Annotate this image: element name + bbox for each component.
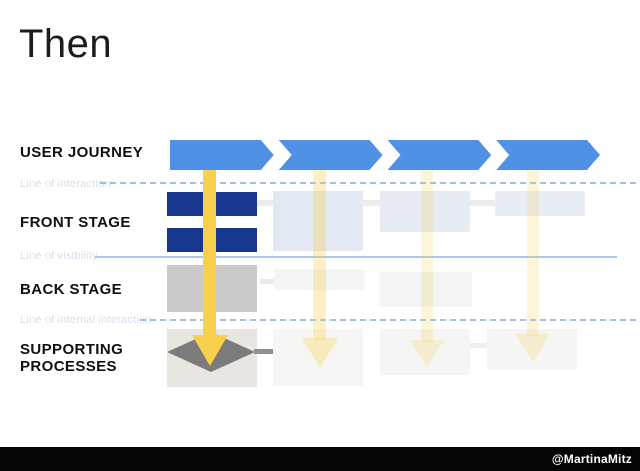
line-of-interaction [100,182,636,184]
flow-arrow-shaft-col2-faded [313,170,326,340]
journey-chevron-segment [496,140,600,170]
front-stage-box-faded-col4 [495,191,585,216]
supporting-process-box-faded-col4 [487,329,577,370]
supporting-process-box-faded-col3 [380,329,470,375]
journey-chevron-segment [170,140,274,170]
watermark-text: @MartinaMitz [551,452,632,466]
line-of-visibility-label: Line of visibility [20,250,98,262]
line-of-internal-interaction [140,319,636,321]
line-of-interaction-label: Line of interaction [20,178,111,190]
back-stage-box-faded-col3 [379,272,472,307]
row-label-back-stage: BACK STAGE [20,281,123,298]
back-stage-box-faded-col2 [274,269,365,290]
watermark-bar: @MartinaMitz [0,447,640,471]
supporting-process-box-faded-col2 [273,329,363,386]
front-stage-connector [257,200,273,206]
front-stage-connector [363,200,380,206]
slide-title: Then [19,22,113,66]
supporting-process-connector [470,343,487,348]
row-label-supporting-processes: SUPPORTING PROCESSES [20,341,124,375]
supporting-process-connector [254,349,273,354]
journey-chevron-segment [388,140,492,170]
flow-arrow-shaft-col1 [203,170,216,337]
journey-chevron-segment [279,140,383,170]
line-of-internal-interaction-label: Line of internal interaction [20,314,152,326]
front-stage-box-faded-col2 [273,191,363,251]
user-journey-chevron-band [170,140,600,170]
front-stage-box-faded-col3 [380,191,470,232]
back-stage-connector [260,279,274,284]
flow-arrow-shaft-col4-faded [527,170,539,336]
line-of-visibility [95,256,617,258]
flow-arrow-shaft-col3-faded [421,170,433,342]
front-stage-connector [470,200,495,206]
row-label-user-journey: USER JOURNEY [20,144,144,161]
row-label-front-stage: FRONT STAGE [20,214,131,231]
